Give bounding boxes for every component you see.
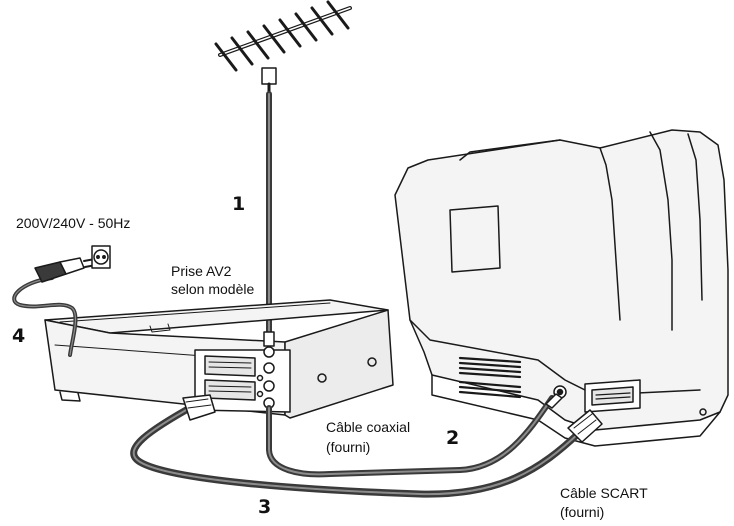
av2-label-line2: selon modèle — [171, 281, 255, 297]
step-1-antenna: 1 — [232, 193, 246, 215]
scart-label-line2: (fourni) — [560, 504, 605, 520]
coax-label-line2: (fourni) — [326, 439, 371, 455]
step-4-mains: 4 — [12, 325, 26, 347]
television — [394, 129, 729, 447]
coaxial-cable — [266, 393, 563, 478]
mains-cable — [12, 276, 78, 357]
wall-socket-icon — [91, 245, 111, 269]
antenna-icon — [214, 0, 352, 96]
coax-label-line1: Câble coaxial — [326, 419, 411, 435]
step-2-coax: 2 — [446, 427, 460, 449]
scart-cable — [130, 394, 603, 498]
power-label: 200V/240V - 50Hz — [16, 215, 131, 231]
video-recorder — [44, 299, 394, 419]
scart-label-line1: Câble SCART — [560, 485, 648, 501]
av2-label-line1: Prise AV2 — [171, 263, 232, 279]
mains-plug-icon — [34, 257, 97, 283]
step-3-scart: 3 — [258, 496, 272, 518]
